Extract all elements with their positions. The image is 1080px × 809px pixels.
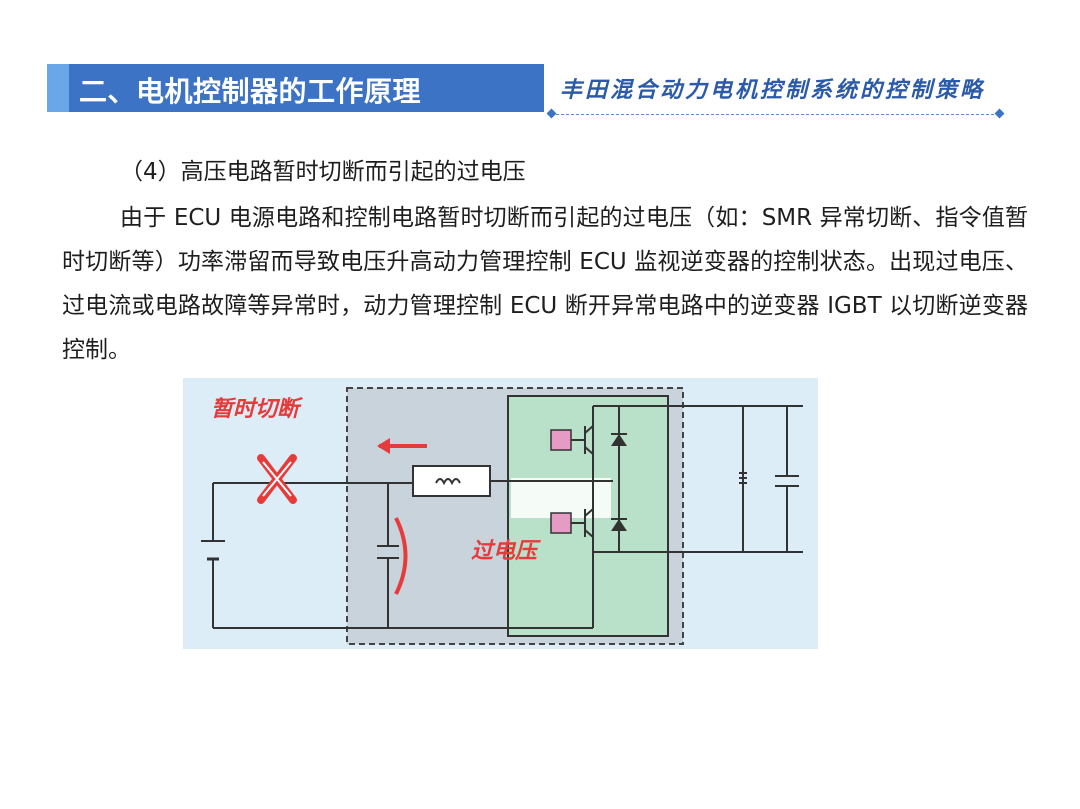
reactor-coil: [435, 478, 461, 486]
divider-left-dot: [546, 108, 557, 119]
label-overvoltage: 过电压: [471, 539, 541, 564]
series-title: 丰田混合动力电机控制系统的控制策略: [560, 77, 986, 103]
section-title: 二、电机控制器的工作原理: [79, 75, 422, 108]
divider-right-dot: [994, 108, 1005, 119]
igbt-lower-gate: [550, 512, 572, 534]
current-arrow-head: [377, 438, 390, 454]
igbt-upper-gate: [550, 429, 572, 451]
circuit-svg: 暂时切断 过电压: [183, 378, 818, 649]
label-temporary-cut: 暂时切断: [211, 396, 304, 422]
subsection-heading: （4）高压电路暂时切断而引起的过电压: [120, 159, 526, 185]
diode-lower: [611, 519, 627, 531]
section-title-bar: 二、电机控制器的工作原理: [47, 64, 544, 112]
header-divider: [551, 114, 999, 115]
body-paragraph: 由于 ECU 电源电路和控制电路暂时切断而引起的过电压（如：SMR 异常切断、指…: [62, 205, 1028, 363]
overvoltage-bracket: [394, 517, 408, 595]
title-bar-accent: [47, 64, 69, 112]
circuit-diagram: 暂时切断 过电压: [183, 378, 818, 649]
label-backdrop: [511, 478, 611, 518]
diode-upper: [611, 434, 627, 446]
resistor: [739, 472, 747, 484]
